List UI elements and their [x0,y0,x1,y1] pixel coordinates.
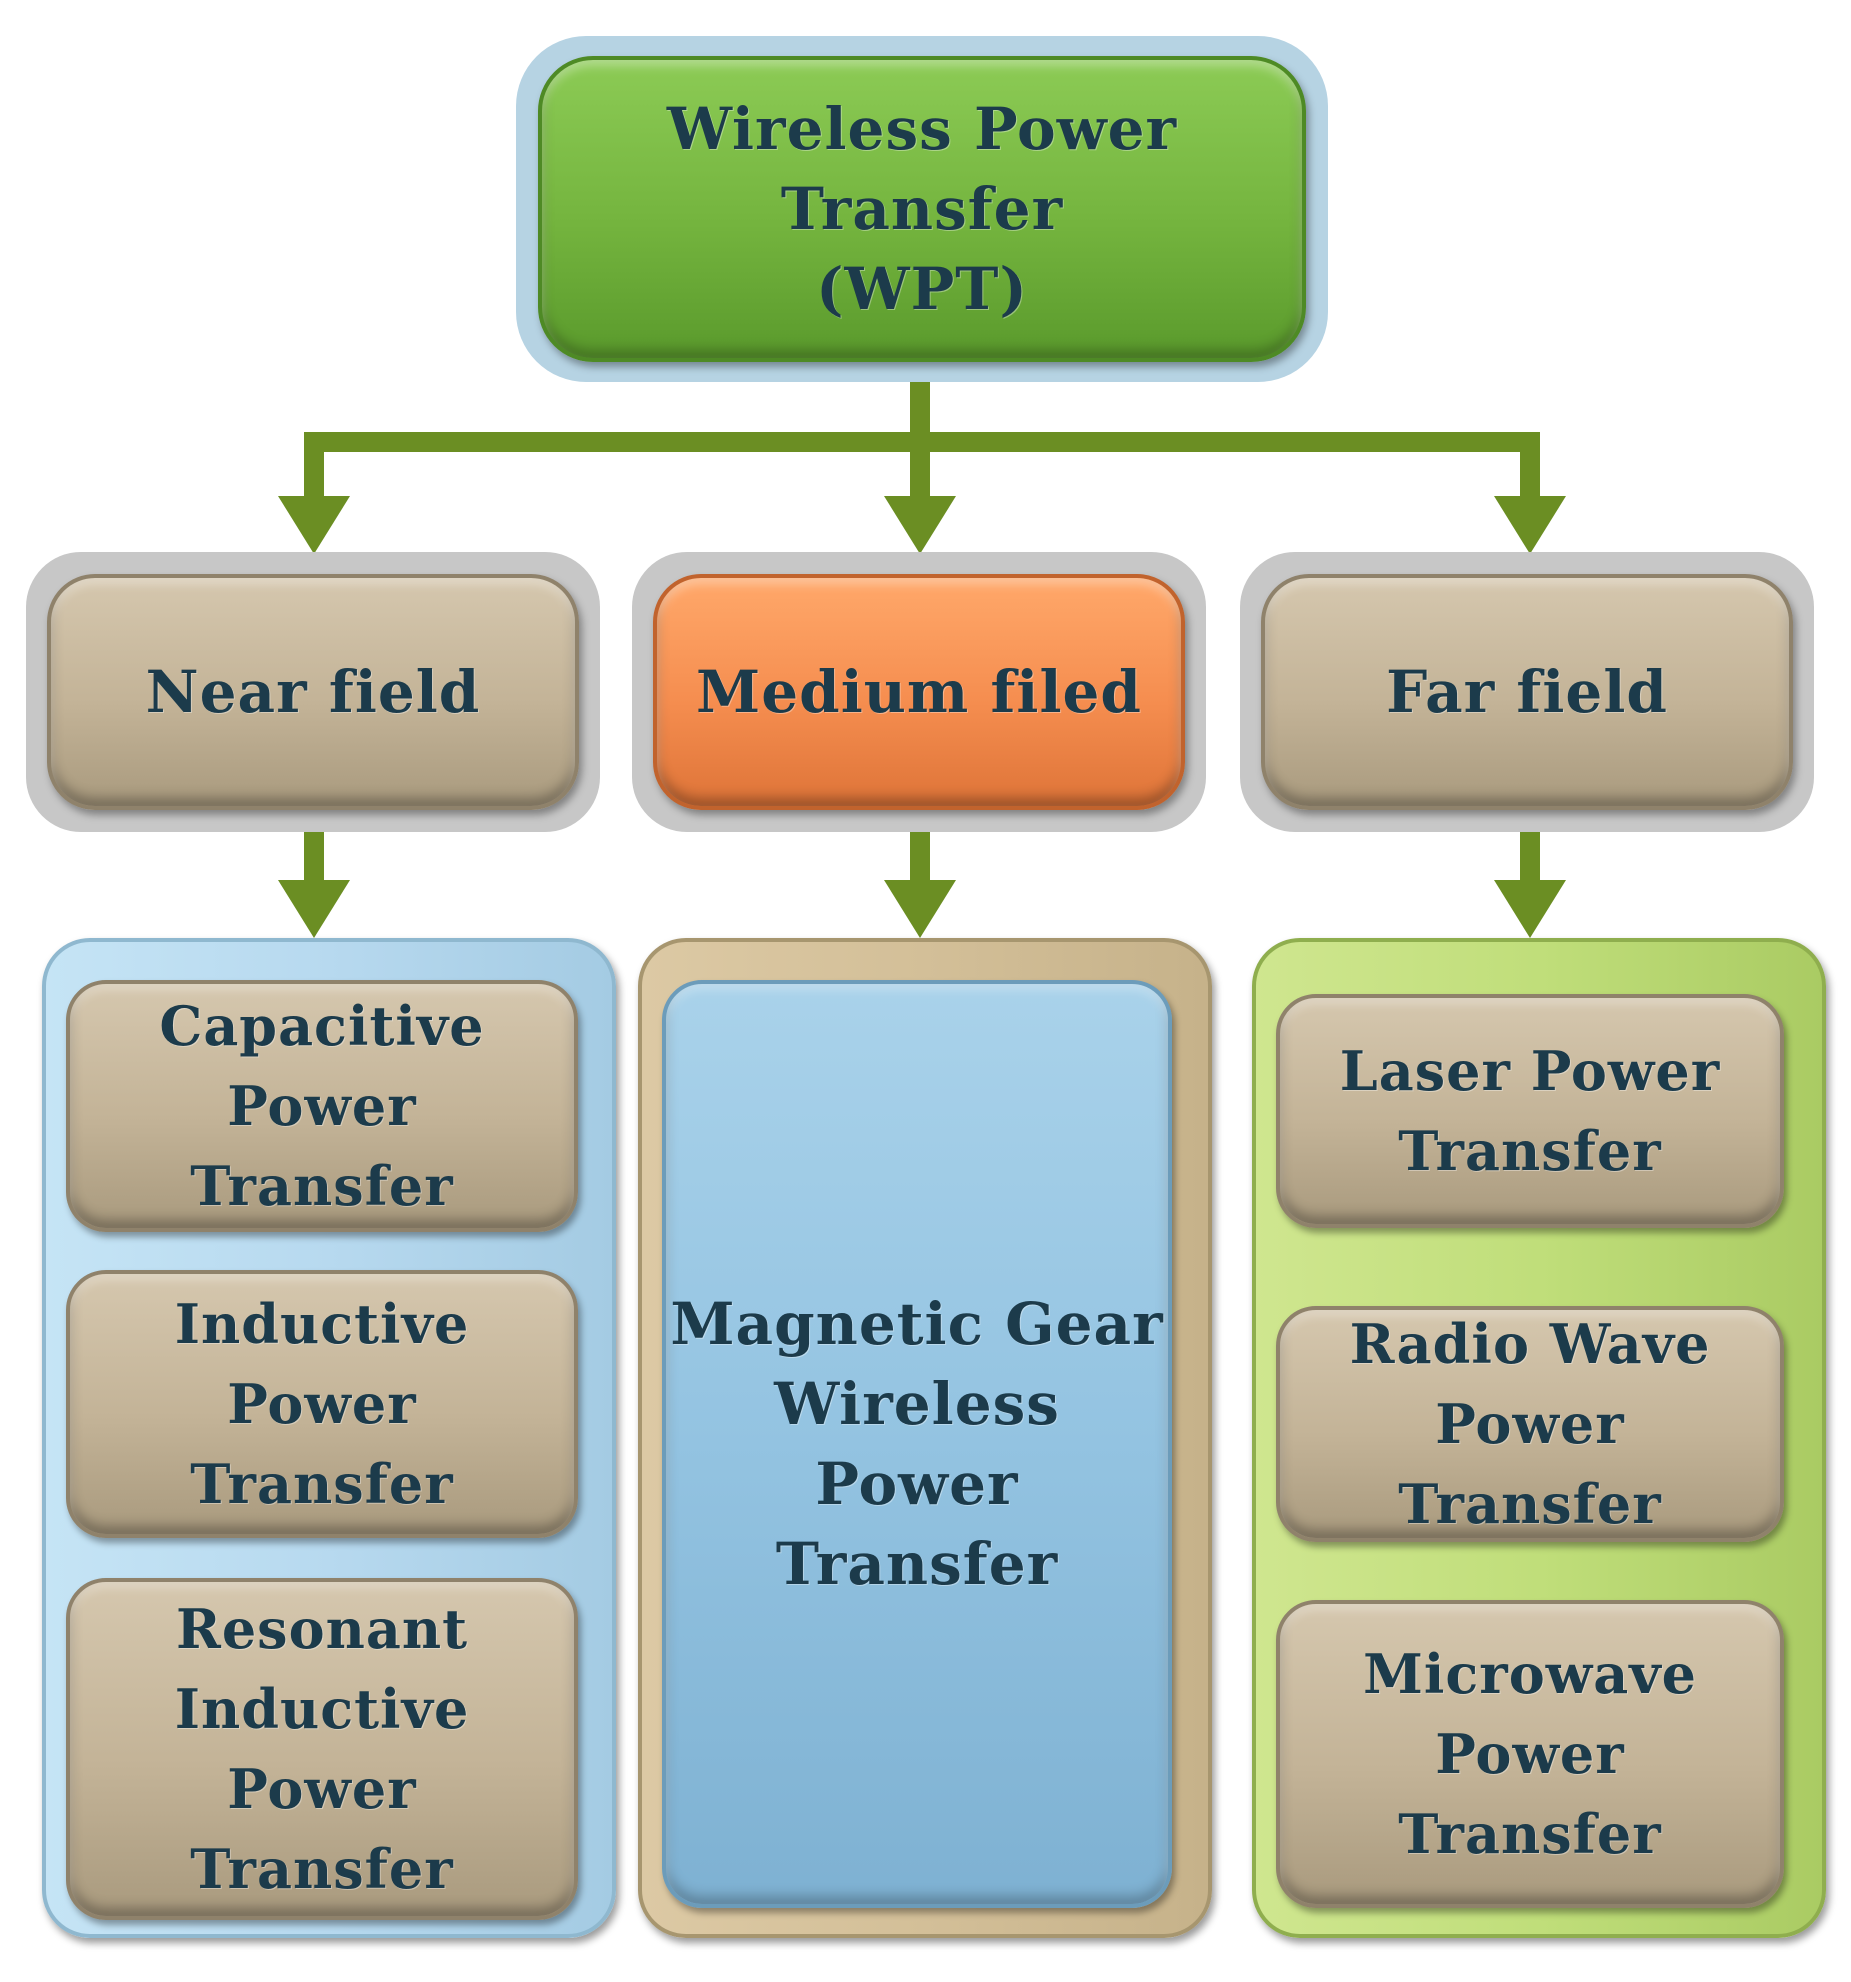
near-field-node: Near field [47,574,579,810]
resonant-inductive-power-transfer-node: Resonant Inductive Power Transfer [66,1578,578,1920]
laser-power-transfer-label: Laser Power Transfer [1339,1039,1721,1183]
radio-wave-power-transfer-label: Radio Wave Power Transfer [1349,1312,1711,1536]
capacitive-power-transfer-node: Capacitive Power Transfer [66,980,578,1232]
arrowhead-medium-field [884,496,956,554]
arrowhead-far-items [1494,880,1566,938]
laser-power-transfer-node: Laser Power Transfer [1276,994,1784,1228]
connector-drop-near [304,432,324,498]
far-field-node: Far field [1261,574,1793,810]
connector-drop-medium [910,432,930,498]
capacitive-power-transfer-label: Capacitive Power Transfer [159,994,485,1218]
medium-field-label: Medium filed [696,658,1142,726]
inductive-power-transfer-label: Inductive Power Transfer [174,1292,470,1516]
arrowhead-far-field [1494,496,1566,554]
medium-field-node: Medium filed [653,574,1185,810]
radio-wave-power-transfer-node: Radio Wave Power Transfer [1276,1306,1784,1542]
microwave-power-transfer-node: Microwave Power Transfer [1276,1600,1784,1908]
magnetic-gear-wpt-label: Magnetic Gear Wireless Power Transfer [670,1290,1164,1598]
magnetic-gear-wpt-node: Magnetic Gear Wireless Power Transfer [662,980,1172,1908]
arrowhead-near-items [278,880,350,938]
inductive-power-transfer-node: Inductive Power Transfer [66,1270,578,1538]
arrowhead-near-field [278,496,350,554]
near-field-label: Near field [145,658,481,726]
connector-drop-far [1520,432,1540,498]
arrowhead-medium-items [884,880,956,938]
root-node-wpt: Wireless Power Transfer (WPT) [538,56,1306,362]
far-field-label: Far field [1386,658,1668,726]
microwave-power-transfer-label: Microwave Power Transfer [1363,1642,1697,1866]
root-node-label: Wireless Power Transfer (WPT) [666,95,1178,323]
resonant-inductive-power-transfer-label: Resonant Inductive Power Transfer [174,1597,470,1901]
connector-trunk [910,362,930,452]
